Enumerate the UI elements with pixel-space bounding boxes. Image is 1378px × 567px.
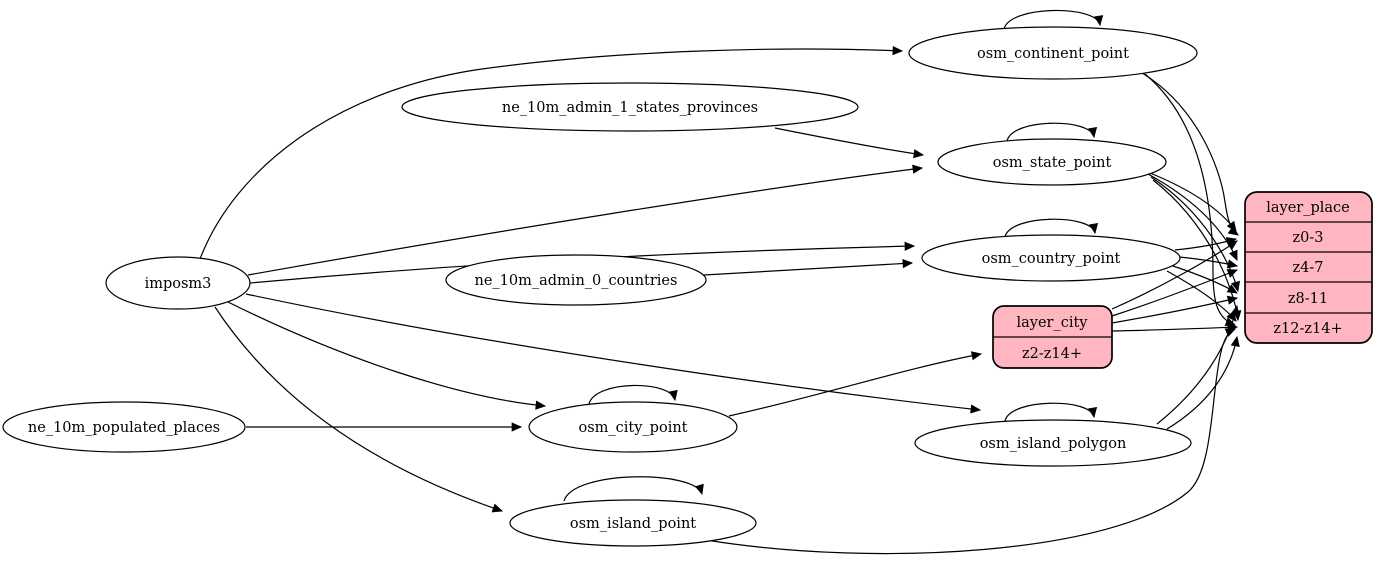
node-osm_continent_point-shape — [908, 26, 1198, 80]
node-osm_island_polygon-shape — [914, 419, 1192, 467]
edge-osm_state_point-self-loop — [1006, 122, 1098, 142]
edge-layer_city-layer_place-z4-7 — [1111, 269, 1239, 317]
node-ne_10m_populated_places-label: ne_10m_populated_places — [28, 420, 220, 436]
node-ne_10m_admin_1_states_provinces: ne_10m_admin_1_states_provinces — [401, 82, 859, 132]
node-layer_place-row-z12-z14: z12-z14+ — [1273, 321, 1342, 337]
node-layer_place: layer_place z0-3 z4-7 z8-11 z12-z14+ — [1244, 191, 1373, 344]
edge-osm_state_point-layer_place-z8-11 — [1150, 176, 1240, 293]
edge-imposm3-osm_state_point — [247, 164, 924, 276]
node-osm_city_point-label: osm_city_point — [578, 420, 687, 436]
edge-ne_10m_admin_1_states_provinces-osm_state_point — [774, 127, 925, 159]
node-osm_island_point: osm_island_point — [509, 499, 757, 547]
edge-osm_country_point-layer_place-z0-3 — [1174, 237, 1238, 251]
node-osm_city_point: osm_city_point — [528, 401, 738, 453]
edge-imposm3-osm_city_point — [227, 301, 547, 410]
node-osm_state_point-shape — [937, 138, 1167, 186]
node-ne_10m_admin_1_states_provinces-label: ne_10m_admin_1_states_provinces — [502, 100, 758, 116]
edge-osm_country_point-layer_place-z4-7 — [1178, 256, 1239, 269]
node-layer_city-label: layer_city — [1016, 315, 1088, 331]
node-layer_place-label: layer_place — [1266, 200, 1350, 216]
node-osm_city_point-shape — [528, 401, 738, 453]
edge-osm_island_point-layer_place-z12-z14 — [705, 328, 1237, 555]
edge-osm_country_point-layer_place-z8-11 — [1172, 265, 1238, 294]
node-ne_10m_populated_places-shape — [2, 401, 246, 453]
node-layer_place-row-z8-11: z8-11 — [1288, 291, 1328, 307]
node-osm_country_point: osm_country_point — [921, 234, 1181, 282]
edge-imposm3-osm_island_polygon — [245, 293, 982, 414]
node-ne_10m_admin_1_states_provinces-shape — [401, 82, 859, 132]
node-osm_state_point-label: osm_state_point — [993, 155, 1112, 171]
node-layer_place-row-z0-3: z0-3 — [1293, 230, 1324, 246]
edge-osm_continent_point-self-loop — [1003, 9, 1104, 30]
edge-osm_continent_point-layer_place-z12-z14 — [1144, 73, 1237, 327]
edge-osm_city_point-layer_city-z2-z14 — [728, 351, 983, 417]
edge-imposm3-osm_continent_point — [199, 45, 904, 260]
edge-osm_country_point-layer_place-z12-z14 — [1166, 270, 1237, 322]
edge-layer_city-layer_place-z8-11 — [1111, 295, 1239, 324]
nodes-layer: imposm3 ne_10m_admin_1_states_provinces … — [2, 26, 1373, 547]
edge-ne_10m_admin_0_countries-osm_country_point — [703, 259, 914, 276]
node-osm_state_point: osm_state_point — [937, 138, 1167, 186]
node-layer_place-row-z4-7: z4-7 — [1293, 260, 1324, 276]
edge-osm_country_point-self-loop — [1004, 218, 1099, 238]
node-osm_continent_point-label: osm_continent_point — [977, 46, 1129, 62]
node-imposm3-label: imposm3 — [145, 276, 212, 292]
edge-layer_city-layer_place-z12-z14 — [1111, 322, 1239, 332]
edge-osm_island_polygon-layer_place-z8-11 — [1156, 304, 1240, 425]
edge-osm_state_point-layer_place-z4-7 — [1147, 173, 1238, 262]
node-osm_country_point-label: osm_country_point — [982, 251, 1121, 267]
edges-layer — [199, 9, 1242, 555]
edge-layer_city-layer_place-z0-3 — [1111, 240, 1238, 310]
node-osm_country_point-shape — [921, 234, 1181, 282]
edge-osm_island_polygon-self-loop — [1004, 402, 1098, 422]
node-osm_island_polygon: osm_island_polygon — [914, 419, 1192, 467]
node-ne_10m_populated_places: ne_10m_populated_places — [2, 401, 246, 453]
node-layer_city: layer_city z2-z14+ — [992, 305, 1113, 369]
node-osm_island_point-shape — [509, 499, 757, 547]
edge-osm_state_point-layer_place-z0-3 — [1144, 170, 1237, 232]
edge-osm_island_point-self-loop — [563, 476, 704, 502]
node-layer_place-shape — [1244, 191, 1373, 344]
edge-osm_island_polygon-layer_place-z12-z14 — [1166, 335, 1240, 430]
node-layer_city-row-z2-z14: z2-z14+ — [1022, 346, 1082, 362]
node-osm_continent_point: osm_continent_point — [908, 26, 1198, 80]
node-imposm3: imposm3 — [105, 256, 251, 310]
node-osm_island_point-label: osm_island_point — [570, 516, 696, 532]
node-ne_10m_admin_0_countries-shape — [445, 254, 707, 306]
node-ne_10m_admin_0_countries: ne_10m_admin_0_countries — [445, 254, 707, 306]
node-imposm3-shape — [105, 256, 251, 310]
node-osm_island_polygon-label: osm_island_polygon — [980, 436, 1127, 452]
edge-osm_city_point-self-loop — [588, 384, 678, 405]
edge-imposm3-osm_island_point — [214, 306, 504, 513]
node-ne_10m_admin_0_countries-label: ne_10m_admin_0_countries — [475, 273, 678, 289]
